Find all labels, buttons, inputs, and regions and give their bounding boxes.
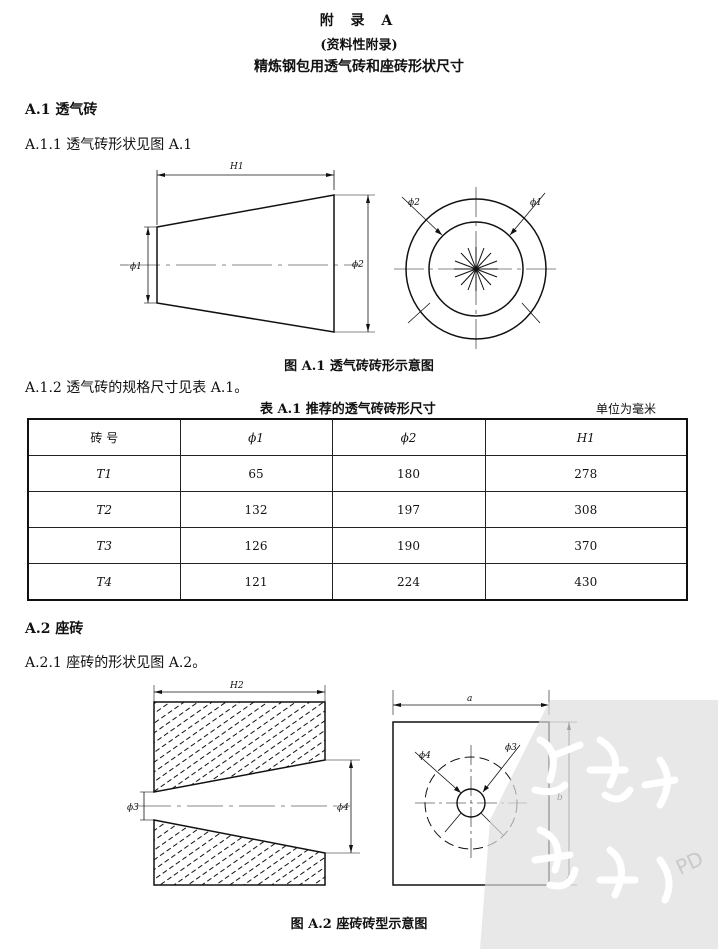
label-phi4-square: ϕ4 bbox=[419, 751, 431, 761]
table-caption: 表 A.1 推荐的透气砖砖形尺寸 bbox=[260, 402, 436, 417]
cell-phi2: 197 bbox=[331, 491, 486, 528]
section-a1-para1: A.1.1 透气砖形状见图 A.1 bbox=[25, 137, 193, 153]
label-phi1-circle: ϕ1 bbox=[530, 198, 542, 208]
label-a: a bbox=[467, 694, 472, 704]
section-a1-para2: A.1.2 透气砖的规格尺寸见表 A.1。 bbox=[25, 380, 249, 396]
cell-h1: 430 bbox=[484, 563, 688, 601]
appendix-heading: 精炼钢包用透气砖和座砖形状尺寸 bbox=[254, 59, 464, 75]
header-h1: H1 bbox=[484, 418, 688, 456]
header-phi2: ϕ2 bbox=[331, 418, 486, 456]
label-h2: H2 bbox=[229, 681, 244, 691]
table-unit: 单位为毫米 bbox=[596, 402, 657, 416]
label-phi4: ϕ4 bbox=[337, 803, 349, 813]
cell-phi1: 65 bbox=[179, 455, 333, 492]
cell-phi2: 180 bbox=[331, 455, 486, 492]
cell-brick-no: T4 bbox=[27, 563, 181, 601]
section-a1-heading: A.1 透气砖 bbox=[25, 102, 98, 118]
section-a2-heading: A.2 座砖 bbox=[25, 621, 84, 637]
cell-brick-no: T2 bbox=[27, 491, 181, 528]
cell-brick-no: T3 bbox=[27, 527, 181, 564]
figure-a1-caption: 图 A.1 透气砖砖形示意图 bbox=[284, 359, 434, 374]
appendix-subtitle: (资料性附录) bbox=[320, 38, 398, 53]
label-phi2: ϕ2 bbox=[352, 260, 364, 270]
label-phi3-square: ϕ3 bbox=[505, 743, 517, 753]
cell-phi2: 190 bbox=[331, 527, 486, 564]
table-header-row: 砖 号 ϕ1 ϕ2 H1 bbox=[27, 418, 688, 456]
cell-h1: 370 bbox=[484, 527, 688, 564]
figure-a2-section-view: H2 ϕ3 ϕ4 bbox=[127, 681, 360, 886]
label-phi3: ϕ3 bbox=[127, 803, 139, 813]
table-row: T3 126 190 370 bbox=[27, 527, 688, 564]
table-row: T2 132 197 308 bbox=[27, 491, 688, 528]
table-row: T1 65 180 278 bbox=[27, 455, 688, 492]
cell-h1: 308 bbox=[484, 491, 688, 528]
cell-phi1: 132 bbox=[179, 491, 333, 528]
header-phi1: ϕ1 bbox=[179, 418, 333, 456]
section-a2-para1: A.2.1 座砖的形状见图 A.2。 bbox=[25, 655, 207, 671]
spec-table: 砖 号 ϕ1 ϕ2 H1 T1 65 180 278 T2 132 197 30… bbox=[27, 418, 688, 601]
figure-a1-end-view: ϕ2 ϕ1 bbox=[394, 187, 558, 351]
label-h1: H1 bbox=[229, 162, 244, 172]
cell-h1: 278 bbox=[484, 455, 688, 492]
appendix-title: 附 录 A bbox=[319, 13, 399, 29]
watermark-stamp: PD bbox=[480, 700, 718, 949]
table-row: T4 121 224 430 bbox=[27, 563, 688, 601]
cell-phi2: 224 bbox=[331, 563, 486, 601]
header-brick-no: 砖 号 bbox=[27, 418, 181, 456]
cell-phi1: 121 bbox=[179, 563, 333, 601]
label-phi2-circle: ϕ2 bbox=[408, 198, 420, 208]
figure-a1-side-view: H1 ϕ1 ϕ2 bbox=[120, 162, 375, 333]
cell-brick-no: T1 bbox=[27, 455, 181, 492]
cell-phi1: 126 bbox=[179, 527, 333, 564]
figure-a2-caption: 图 A.2 座砖砖型示意图 bbox=[290, 917, 428, 932]
label-phi1: ϕ1 bbox=[130, 262, 142, 272]
